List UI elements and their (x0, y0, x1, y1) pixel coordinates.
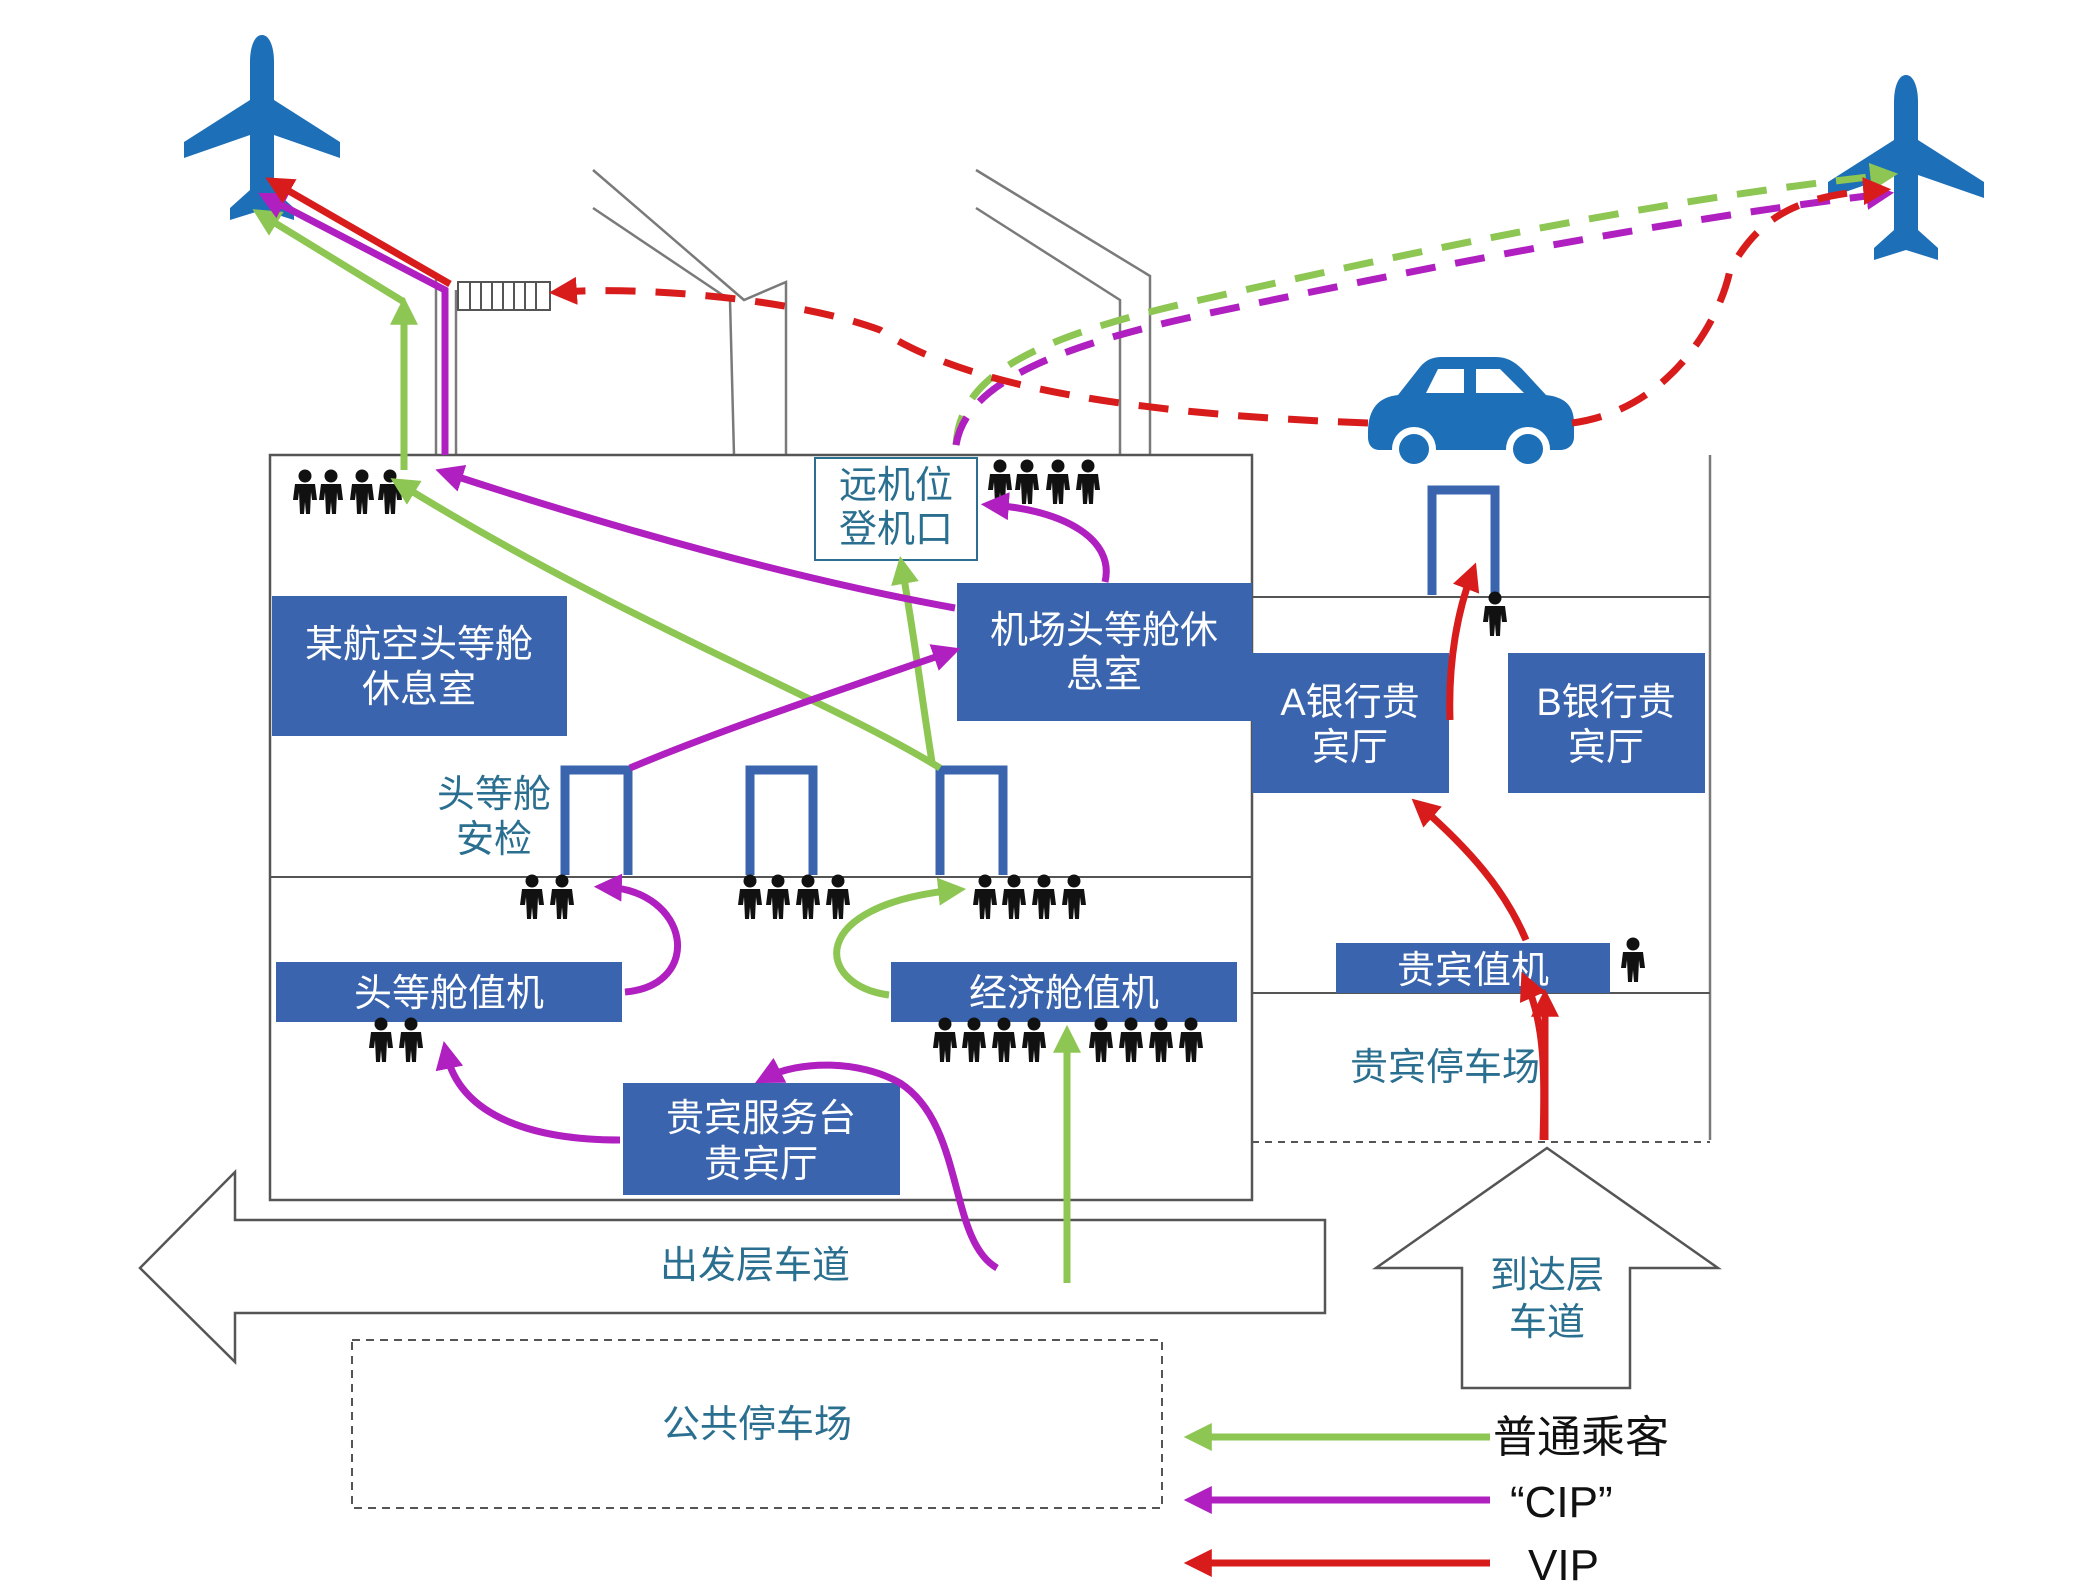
person-icon (1149, 1017, 1173, 1062)
person-icon (1179, 1017, 1203, 1062)
person-icon (1483, 591, 1507, 636)
svg-text:登机口: 登机口 (839, 509, 953, 551)
vip-routes (265, 177, 1892, 1141)
legend: 普通乘客 “CIP” VIP (1183, 1413, 1669, 1590)
regular-passenger-routes (252, 162, 1899, 1283)
svg-text:休息室: 休息室 (362, 669, 476, 711)
terminal-building (268, 453, 1710, 1202)
airplane-icon (1828, 75, 1984, 260)
passenger-group (520, 874, 574, 919)
person-icon (738, 874, 762, 919)
vip-checkin: 贵宾值机 (1336, 943, 1610, 993)
legend-label-cip: “CIP” (1510, 1478, 1613, 1527)
person-icon (293, 469, 317, 514)
person-icon (520, 874, 544, 919)
person-icon (1032, 874, 1056, 919)
svg-text:息室: 息室 (1066, 654, 1142, 696)
person-icon (992, 1017, 1016, 1062)
person-icon (378, 469, 402, 514)
person-icon (1119, 1017, 1143, 1062)
jet-bridge-lines (434, 168, 1712, 1140)
person-icon (1621, 937, 1645, 982)
economy-checkin: 经济舱值机 (891, 962, 1237, 1022)
security-gates (560, 485, 1500, 875)
svg-text:贵宾服务台: 贵宾服务台 (666, 1098, 856, 1140)
first-class-checkin: 头等舱值机 (276, 962, 622, 1022)
person-icon (933, 1017, 957, 1062)
airplane-icon (184, 35, 340, 220)
person-icon (962, 1017, 986, 1062)
car-icon (1368, 357, 1574, 471)
legend-label-regular: 普通乘客 (1493, 1413, 1669, 1462)
person-icon (1046, 459, 1070, 504)
passenger-group (369, 1017, 423, 1062)
svg-text:机场头等舱休: 机场头等舱休 (990, 610, 1218, 652)
person-icon (1002, 874, 1026, 919)
public-parking-label: 公共停车场 (662, 1404, 852, 1446)
svg-text:A银行贵: A银行贵 (1280, 682, 1419, 724)
svg-text:宾厅: 宾厅 (1568, 727, 1644, 769)
bank-b-vip-lounge: B银行贵 宾厅 (1508, 653, 1705, 793)
airline-first-class-lounge: 某航空头等舱 休息室 (272, 596, 567, 736)
svg-text:头等舱值机: 头等舱值机 (354, 973, 544, 1015)
passenger-group (973, 874, 1086, 919)
legend-item-regular: 普通乘客 (1183, 1413, 1669, 1462)
passenger-group (293, 469, 402, 514)
boarding-stairs (457, 281, 551, 311)
svg-text:B银行贵: B银行贵 (1536, 682, 1675, 724)
person-icon (319, 469, 343, 514)
person-icon (1015, 459, 1039, 504)
legend-item-cip: “CIP” (1183, 1478, 1613, 1527)
remote-gate: 远机位 登机口 (814, 457, 978, 561)
svg-text:贵宾厅: 贵宾厅 (704, 1144, 818, 1186)
person-icon (399, 1017, 423, 1062)
arrival-lane-arrow (1372, 1146, 1722, 1390)
person-icon (1062, 874, 1086, 919)
departure-lane-label: 出发层车道 (660, 1245, 850, 1287)
svg-text:某航空头等舱: 某航空头等舱 (305, 624, 533, 666)
passenger-group (738, 874, 850, 919)
person-icon (369, 1017, 393, 1062)
airport-first-class-lounge: 机场头等舱休 息室 (957, 583, 1252, 721)
vip-parking-label: 贵宾停车场 (1350, 1047, 1540, 1089)
vip-service-desk: 贵宾服务台 贵宾厅 (623, 1083, 900, 1195)
person-icon (550, 874, 574, 919)
svg-text:宾厅: 宾厅 (1312, 727, 1388, 769)
bank-a-vip-lounge: A银行贵 宾厅 (1252, 653, 1449, 793)
legend-label-vip: VIP (1528, 1541, 1599, 1590)
departure-lane-arrow (138, 1168, 1327, 1365)
person-icon (1022, 1017, 1046, 1062)
person-icon (1076, 459, 1100, 504)
first-class-security-label-2: 安检 (456, 819, 532, 861)
passenger-group (988, 459, 1100, 504)
person-icon (766, 874, 790, 919)
person-icon (350, 469, 374, 514)
arrival-lane-label-1: 到达层 (1490, 1255, 1604, 1297)
legend-item-vip: VIP (1183, 1541, 1599, 1590)
person-icon (796, 874, 820, 919)
svg-text:远机位: 远机位 (839, 465, 953, 507)
person-icon (988, 459, 1012, 504)
first-class-security-label-1: 头等舱 (437, 774, 551, 816)
cip-routes (258, 182, 1895, 1272)
arrival-lane-label-2: 车道 (1509, 1302, 1585, 1344)
person-icon (826, 874, 850, 919)
person-icon (1089, 1017, 1113, 1062)
person-icon (973, 874, 997, 919)
svg-text:经济舱值机: 经济舱值机 (969, 973, 1159, 1015)
